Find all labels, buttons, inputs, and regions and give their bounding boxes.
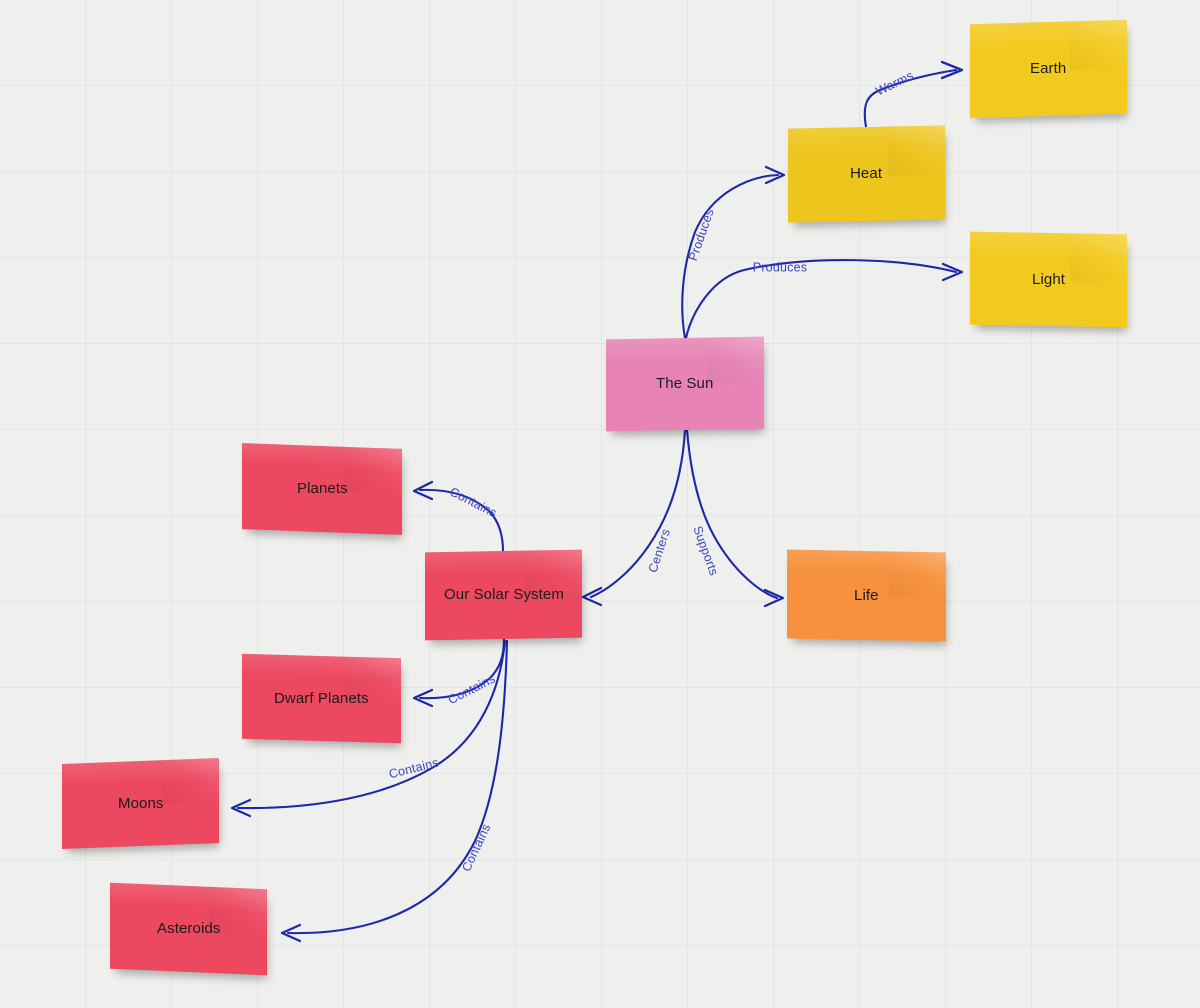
sticky-note-label: Asteroids: [156, 920, 221, 937]
sticky-note-label: Planets: [296, 479, 348, 497]
sticky-note-light[interactable]: Light: [970, 231, 1127, 328]
edge-curve: [684, 258, 958, 340]
arrowhead-icon: [412, 480, 434, 501]
edge-label: Contains: [387, 755, 440, 781]
edge-curve: [418, 637, 506, 700]
arrowhead-icon: [230, 798, 252, 818]
sticky-note-label: Moons: [117, 794, 164, 812]
edge-curve: [681, 173, 780, 340]
sticky-note-heat[interactable]: Heat: [788, 125, 945, 223]
sticky-note-label: Life: [854, 586, 879, 604]
sticky-note-earth[interactable]: Earth: [970, 19, 1127, 119]
arrowhead-icon: [763, 588, 785, 608]
arrowhead-icon: [940, 60, 964, 80]
arrowhead-icon: [581, 586, 603, 607]
sticky-note-planets[interactable]: Planets: [242, 443, 402, 535]
edge-solar-contains-dwarf: Contains: [412, 637, 506, 708]
sticky-note-label: The Sun: [656, 375, 714, 392]
edge-label: Warms: [874, 68, 916, 98]
edge-label: Contains: [459, 822, 493, 874]
arrowhead-icon: [280, 923, 302, 943]
edge-curve: [685, 428, 779, 600]
edge-label: Contains: [447, 485, 499, 521]
sticky-note-label: Our Solar System: [443, 586, 564, 603]
edge-curve: [418, 488, 505, 553]
sticky-note-life[interactable]: Life: [787, 549, 946, 642]
edge-sun-supports-life: Supports: [685, 428, 785, 608]
edge-heat-warms-earth: Warms: [863, 60, 964, 129]
edge-curve: [589, 428, 687, 599]
edge-solar-contains-planets: Contains: [412, 480, 505, 553]
edge-sun-centers-solar: Centers: [581, 428, 687, 607]
edge-label: Produces: [753, 260, 807, 274]
sticky-note-label: Dwarf Planets: [274, 689, 369, 707]
sticky-note-moons[interactable]: Moons: [62, 757, 219, 850]
sticky-note-solar-system[interactable]: Our Solar System: [425, 549, 582, 641]
edge-label: Produces: [686, 207, 717, 263]
edge-curve: [863, 68, 958, 129]
sticky-note-the-sun[interactable]: The Sun: [606, 336, 764, 432]
edge-label: Contains: [446, 672, 498, 708]
sticky-note-label: Earth: [1030, 60, 1067, 78]
edge-label: Supports: [690, 524, 721, 577]
arrowhead-icon: [764, 165, 786, 185]
sticky-note-label: Light: [1031, 270, 1066, 288]
sticky-note-dwarf[interactable]: Dwarf Planets: [242, 653, 401, 744]
edge-sun-produces-light: Produces: [684, 258, 964, 340]
sticky-note-asteroids[interactable]: Asteroids: [110, 882, 267, 976]
arrowhead-icon: [412, 688, 434, 708]
edge-sun-produces-heat: Produces: [681, 165, 786, 340]
arrowhead-icon: [941, 262, 964, 282]
sticky-note-label: Heat: [850, 165, 883, 182]
edge-label: Centers: [646, 527, 673, 574]
